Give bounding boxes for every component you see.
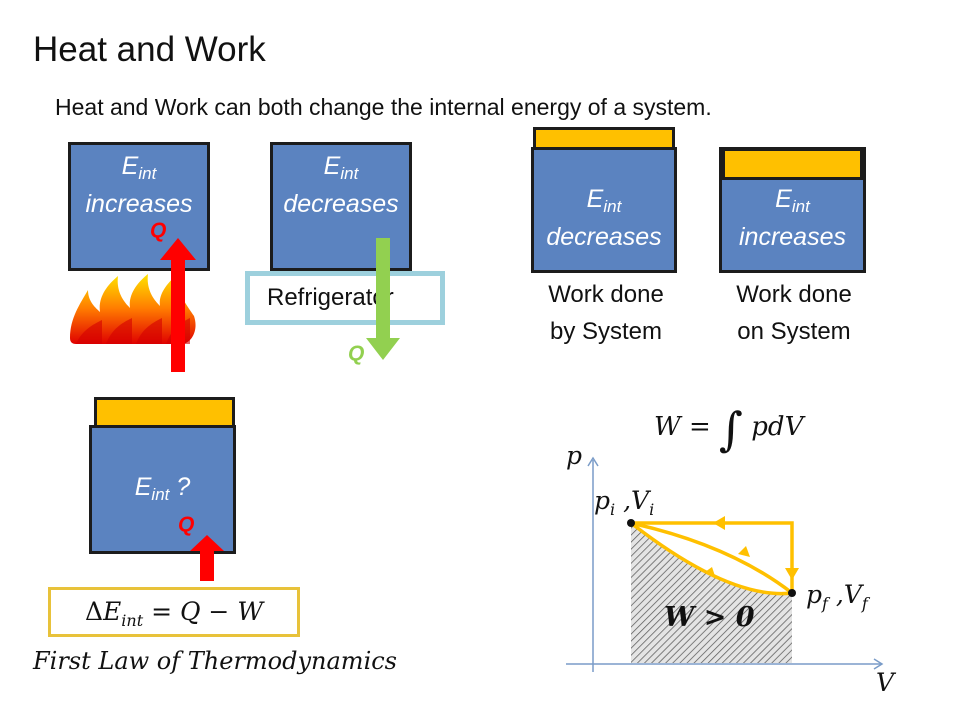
eint-symbol: E [121,152,139,180]
heat-in-arrow-small [190,535,224,581]
v-symbol: V [631,486,650,515]
v-axis-label: V [876,668,895,697]
flame-icon [70,274,196,344]
v-subscript: f [861,594,868,613]
v-axis-arrowhead [873,658,884,670]
energy-symbol: E [103,597,122,626]
work-on-caption: Work done on System [704,276,884,350]
box-state: decreases [546,223,662,251]
heat-out-arrow [366,238,400,360]
box-state: ? [176,473,191,501]
heat-q-label: Q [178,513,195,536]
first-law-formula: ΔEint = Q − W [48,587,300,637]
eint-symbol: E [586,185,604,213]
slide-subtitle: Heat and Work can both change the intern… [55,94,712,120]
caption-line: by System [549,318,663,345]
p-subscript: f [822,594,828,613]
final-state-label: pf ,Vf [806,580,868,613]
initial-state-label: pi ,Vi [594,486,655,519]
p-symbol: p [594,486,611,515]
box-state: increases [85,190,193,218]
cool-q-label: Q [348,342,365,365]
eint-subscript: int [340,164,359,183]
work-by-caption: Work done by System [516,276,696,350]
eint-symbol: E [323,152,341,180]
formula-rhs: = Q − W [143,597,264,626]
caption-line: on System [737,318,851,345]
v-symbol: V [843,580,862,609]
final-state-point [788,589,796,597]
eint-symbol: E [134,473,152,501]
integral-lhs: W = [654,412,720,442]
system-box-unknown: Eint ? [89,425,236,554]
v-subscript: i [649,500,655,519]
refrigerator-box: Refrigerator [245,271,445,325]
path-arrowheads [705,516,799,580]
initial-state-point [627,519,635,527]
heat-q-label: Q [150,219,167,242]
box-state: increases [739,223,846,251]
delta-symbol: Δ [84,597,104,626]
caption-line: Work done [548,281,664,308]
eint-subscript: int [138,164,157,183]
p-symbol: p [806,580,823,609]
slide-title: Heat and Work [33,30,266,69]
p-axis-arrowhead [587,456,599,467]
work-area [631,523,792,663]
integral-sign: ∫ [719,402,744,456]
first-law-caption: First Law of Thermodynamics [33,647,397,675]
eint-subscript: int [151,485,170,504]
p-subscript: i [610,500,616,519]
caption-line: Work done [736,281,852,308]
system-box-heat-in: Eint increases [68,142,210,271]
eint-subscript: int [603,197,622,216]
energy-subscript: int [121,611,144,630]
box-state: decreases [283,190,399,218]
integral-rhs: pdV [743,412,804,442]
work-integral: W = ∫ pdV [654,402,803,456]
path-curve-lower [629,521,793,596]
eint-subscript: int [791,197,810,216]
pv-diagram [566,456,884,672]
heat-in-arrow [160,238,196,372]
work-positive-label: W > 0 [664,602,755,633]
p-axis-label: p [566,441,583,470]
piston-lid-down [722,148,863,180]
system-box-work-by: Eint decreases [531,147,677,273]
eint-symbol: E [775,185,792,213]
path-curve-upper [630,521,794,595]
